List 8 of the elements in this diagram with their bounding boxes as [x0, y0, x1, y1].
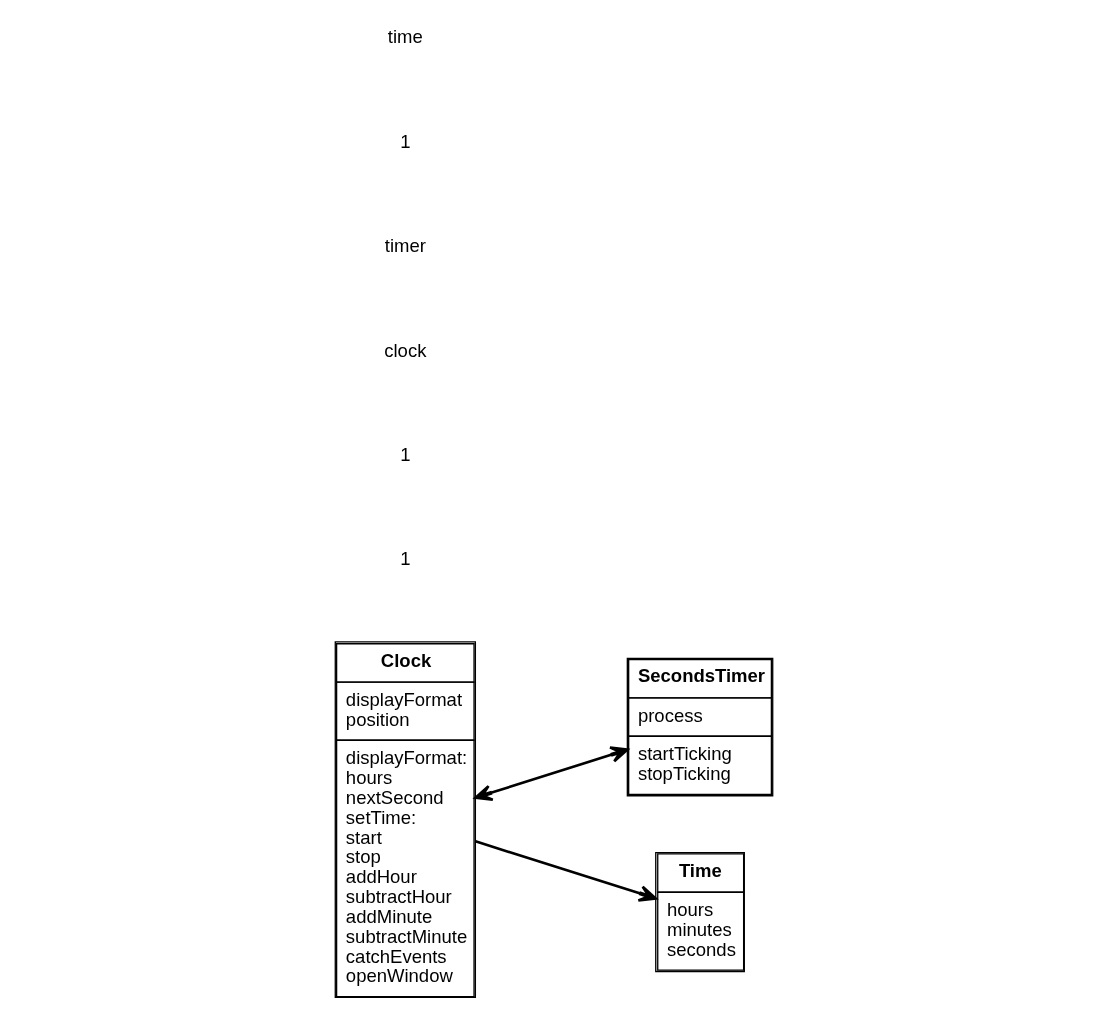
label: 1 — [399, 547, 410, 569]
label: 1 — [399, 130, 410, 152]
arrow — [473, 745, 629, 801]
label: clock — [383, 339, 426, 361]
label: timer — [384, 234, 426, 256]
label: 1 — [399, 443, 410, 465]
label: time — [387, 25, 423, 47]
arrow — [474, 839, 657, 902]
